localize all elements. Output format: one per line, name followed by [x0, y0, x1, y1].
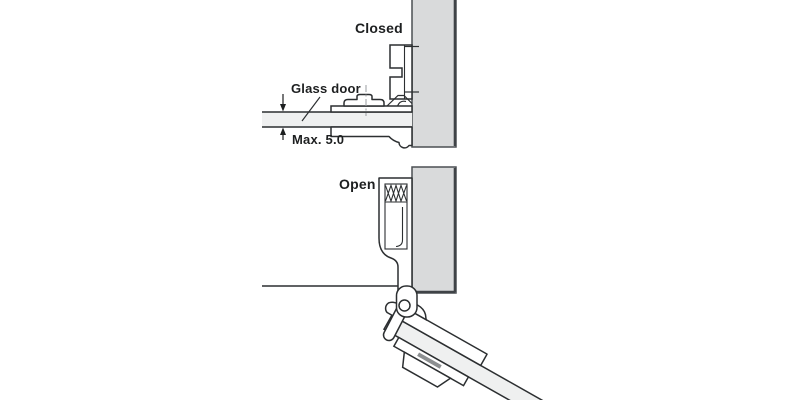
- under-arm-strip-closed: [330, 126, 413, 149]
- dimension-arrow-top: [280, 104, 286, 112]
- spring-hatch: [384, 183, 408, 203]
- hinge-cup-dome-closed: [343, 93, 385, 107]
- hinge-arm-closed: [389, 44, 413, 100]
- label-max-thickness: Max. 5.0: [292, 132, 344, 147]
- dimension-arrow-bottom: [280, 127, 286, 135]
- open-view: Open: [262, 166, 587, 400]
- screw-slot: [417, 352, 442, 369]
- label-closed: Closed: [355, 20, 403, 36]
- cabinet-panel-open-edge: [413, 168, 457, 294]
- glass-door-leader-line: [301, 96, 321, 122]
- glass-door-open: [382, 314, 587, 400]
- label-open: Open: [339, 176, 376, 192]
- clamp-plate-closed: [330, 105, 413, 113]
- slot-inner-rod: [395, 207, 404, 248]
- pivot-pin: [398, 299, 411, 312]
- label-glass-door: Glass door: [291, 81, 361, 96]
- cabinet-panel-open: [411, 166, 457, 294]
- closed-view: Closed Glass door Max. 5.0: [262, 0, 457, 149]
- glass-door-closed: [262, 112, 412, 127]
- hinge-body-open: [378, 177, 413, 291]
- hinge-cup-dome-open: [401, 350, 452, 388]
- door-assembly-open: [382, 301, 587, 400]
- cabinet-panel-closed: [411, 0, 457, 148]
- arm-seat-detail: [386, 94, 413, 107]
